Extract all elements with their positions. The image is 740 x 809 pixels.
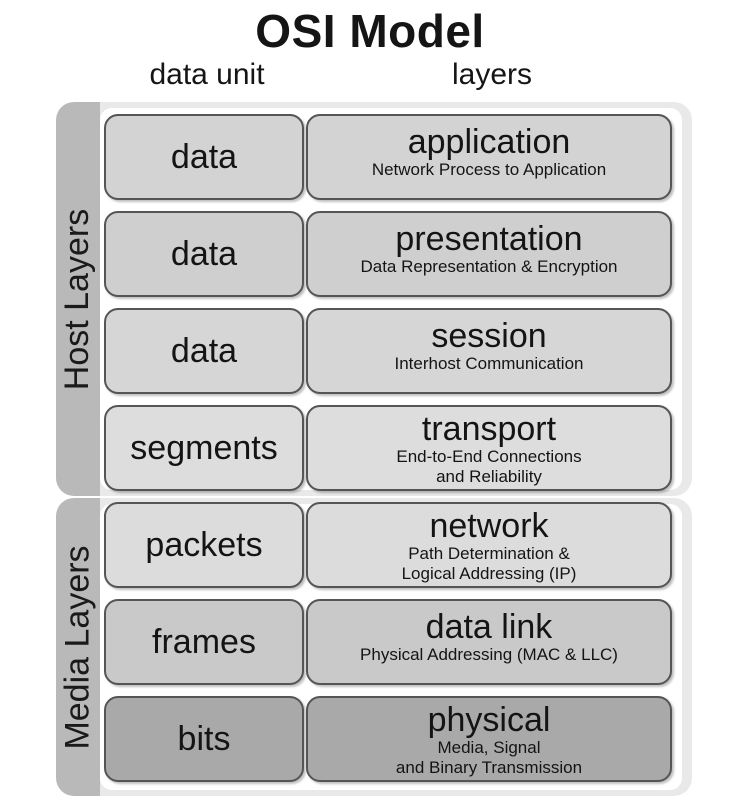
data-unit-box: bits bbox=[104, 696, 304, 782]
layer-box: physical Media, Signal and Binary Transm… bbox=[306, 696, 672, 782]
layer-name: application bbox=[407, 123, 571, 161]
host-layers-side-label: Host Layers bbox=[56, 102, 100, 496]
layer-description: Path Determination & Logical Addressing … bbox=[401, 544, 577, 583]
data-unit-box: frames bbox=[104, 599, 304, 685]
layer-description: Data Representation & Encryption bbox=[360, 257, 618, 276]
data-unit-box: data bbox=[104, 211, 304, 297]
layer-name: transport bbox=[421, 410, 557, 448]
layer-box: application Network Process to Applicati… bbox=[306, 114, 672, 200]
layer-name: session bbox=[431, 317, 547, 355]
layer-description: Physical Addressing (MAC & LLC) bbox=[360, 645, 618, 664]
layer-row-physical: bits physical Media, Signal and Binary T… bbox=[104, 696, 674, 786]
media-layers-side-label: Media Layers bbox=[56, 498, 100, 796]
layer-name: physical bbox=[427, 701, 551, 739]
media-layers-label: Media Layers bbox=[58, 544, 97, 750]
data-unit-label: frames bbox=[152, 622, 256, 661]
data-unit-box: packets bbox=[104, 502, 304, 588]
data-unit-box: segments bbox=[104, 405, 304, 491]
layer-box: transport End-to-End Connections and Rel… bbox=[306, 405, 672, 491]
layer-row-application: data application Network Process to Appl… bbox=[104, 114, 674, 204]
layer-row-transport: segments transport End-to-End Connection… bbox=[104, 405, 674, 495]
diagram-title: OSI Model bbox=[255, 5, 485, 57]
layer-name: network bbox=[429, 507, 549, 545]
column-header-data-unit: data unit bbox=[149, 58, 265, 91]
layer-row-network: packets network Path Determination & Log… bbox=[104, 502, 674, 592]
data-unit-box: data bbox=[104, 308, 304, 394]
host-layers-label: Host Layers bbox=[58, 208, 97, 390]
layer-box: presentation Data Representation & Encry… bbox=[306, 211, 672, 297]
layer-description: End-to-End Connections and Reliability bbox=[396, 447, 582, 486]
layer-row-presentation: data presentation Data Representation & … bbox=[104, 211, 674, 301]
layer-name: data link bbox=[425, 608, 553, 646]
layer-box: data link Physical Addressing (MAC & LLC… bbox=[306, 599, 672, 685]
data-unit-label: bits bbox=[177, 719, 231, 758]
layer-box: session Interhost Communication bbox=[306, 308, 672, 394]
data-unit-label: packets bbox=[145, 525, 263, 564]
layer-row-session: data session Interhost Communication bbox=[104, 308, 674, 398]
layer-row-data-link: frames data link Physical Addressing (MA… bbox=[104, 599, 674, 689]
layer-description: Media, Signal and Binary Transmission bbox=[395, 738, 583, 777]
layer-name: presentation bbox=[395, 220, 583, 258]
column-header-layers: layers bbox=[451, 58, 533, 91]
data-unit-box: data bbox=[104, 114, 304, 200]
layer-box: network Path Determination & Logical Add… bbox=[306, 502, 672, 588]
data-unit-label: data bbox=[170, 331, 238, 370]
data-unit-label: segments bbox=[130, 428, 278, 467]
layer-description: Network Process to Application bbox=[371, 160, 607, 179]
data-unit-label: data bbox=[170, 137, 238, 176]
data-unit-label: data bbox=[170, 234, 238, 273]
layer-description: Interhost Communication bbox=[394, 354, 584, 373]
